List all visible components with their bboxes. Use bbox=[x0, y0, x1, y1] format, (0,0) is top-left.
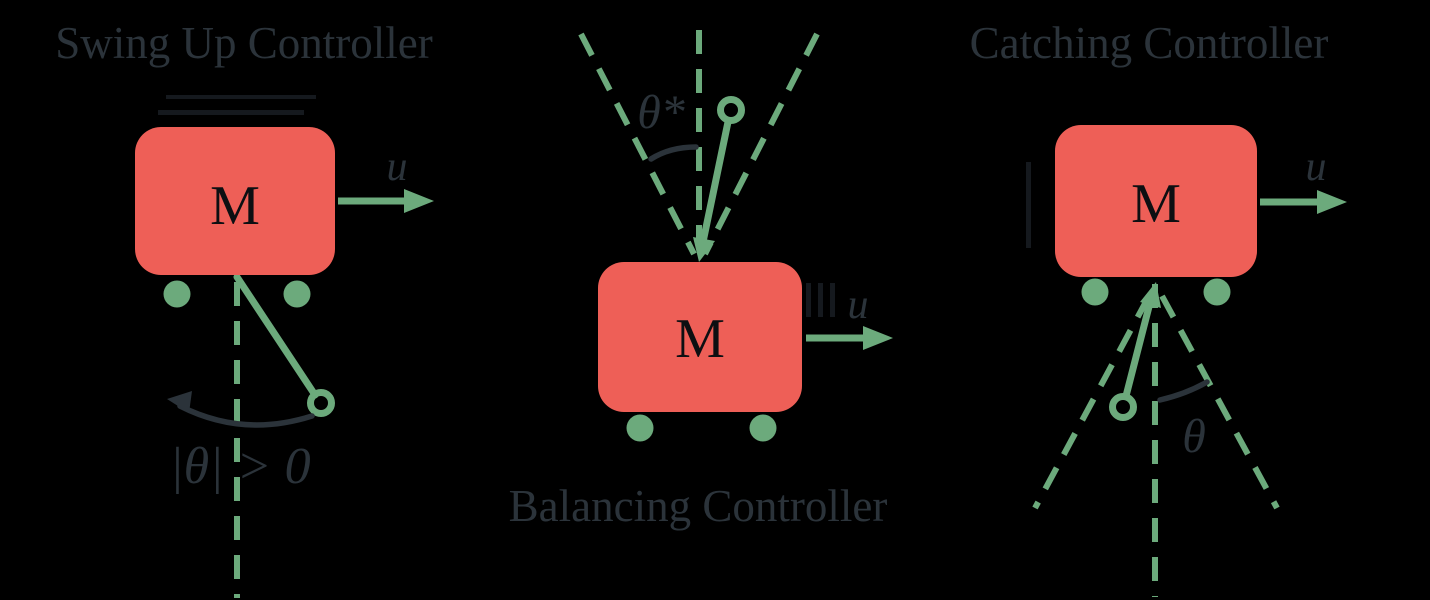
swing-direction-arrowhead-icon bbox=[167, 391, 192, 413]
swing-direction-arc bbox=[177, 403, 315, 428]
faint-motion-line bbox=[1026, 162, 1031, 248]
cart-wheel bbox=[1203, 278, 1231, 306]
faint-motion-line bbox=[806, 283, 811, 317]
cone-dashed-line-left bbox=[578, 32, 697, 256]
cart-body bbox=[1055, 125, 1257, 277]
pendulum-rod bbox=[1122, 291, 1156, 400]
faint-motion-line bbox=[818, 283, 823, 317]
cart-wheel bbox=[163, 280, 191, 308]
cart-wheel bbox=[749, 414, 777, 442]
cone-dashed-line-left bbox=[1032, 294, 1152, 510]
cart-mass-label: M bbox=[210, 175, 260, 237]
pendulum-rod bbox=[233, 273, 319, 399]
force-label: u bbox=[387, 144, 408, 190]
cart-body bbox=[135, 127, 335, 275]
force-arrowhead-icon bbox=[1317, 190, 1347, 214]
panel-balancing: θ* M u Balancing Controller bbox=[509, 30, 893, 531]
balancing-title: Balancing Controller bbox=[509, 481, 888, 531]
pendulum-bob bbox=[717, 96, 745, 124]
force-label: u bbox=[1306, 144, 1327, 190]
cart-wheel bbox=[1081, 278, 1109, 306]
panel-catching: Catching Controller θ M u bbox=[970, 18, 1347, 597]
pendulum-bob bbox=[307, 389, 335, 417]
cart-wheel bbox=[283, 280, 311, 308]
pendulum-bob bbox=[1109, 393, 1137, 421]
faint-motion-line bbox=[166, 95, 316, 99]
cart-body bbox=[598, 262, 802, 412]
swing-up-title: Swing Up Controller bbox=[55, 18, 433, 68]
angle-label: θ bbox=[1182, 410, 1206, 463]
angle-arc bbox=[648, 144, 699, 162]
angle-arc bbox=[1157, 379, 1210, 403]
pendulum-rod bbox=[699, 118, 732, 246]
cone-dashed-line-right bbox=[702, 32, 820, 256]
cart-mass-label: M bbox=[1131, 173, 1181, 235]
force-arrowhead-icon bbox=[863, 326, 893, 350]
angle-condition-label: |θ| > 0 bbox=[169, 438, 310, 495]
faint-motion-line bbox=[158, 110, 304, 115]
cart-mass-label: M bbox=[675, 308, 725, 370]
angle-label: θ* bbox=[637, 86, 685, 139]
force-arrowhead-icon bbox=[404, 189, 434, 213]
force-label: u bbox=[848, 282, 869, 328]
panel-swing-up: Swing Up Controller M u |θ| > 0 bbox=[55, 18, 434, 598]
pendulum-arrowhead-icon bbox=[693, 237, 715, 262]
catching-title: Catching Controller bbox=[970, 18, 1329, 68]
pendulum-arrowhead-icon bbox=[1140, 282, 1161, 308]
faint-motion-line bbox=[830, 283, 835, 317]
cone-dashed-line-right bbox=[1159, 294, 1280, 510]
cart-wheel bbox=[626, 414, 654, 442]
